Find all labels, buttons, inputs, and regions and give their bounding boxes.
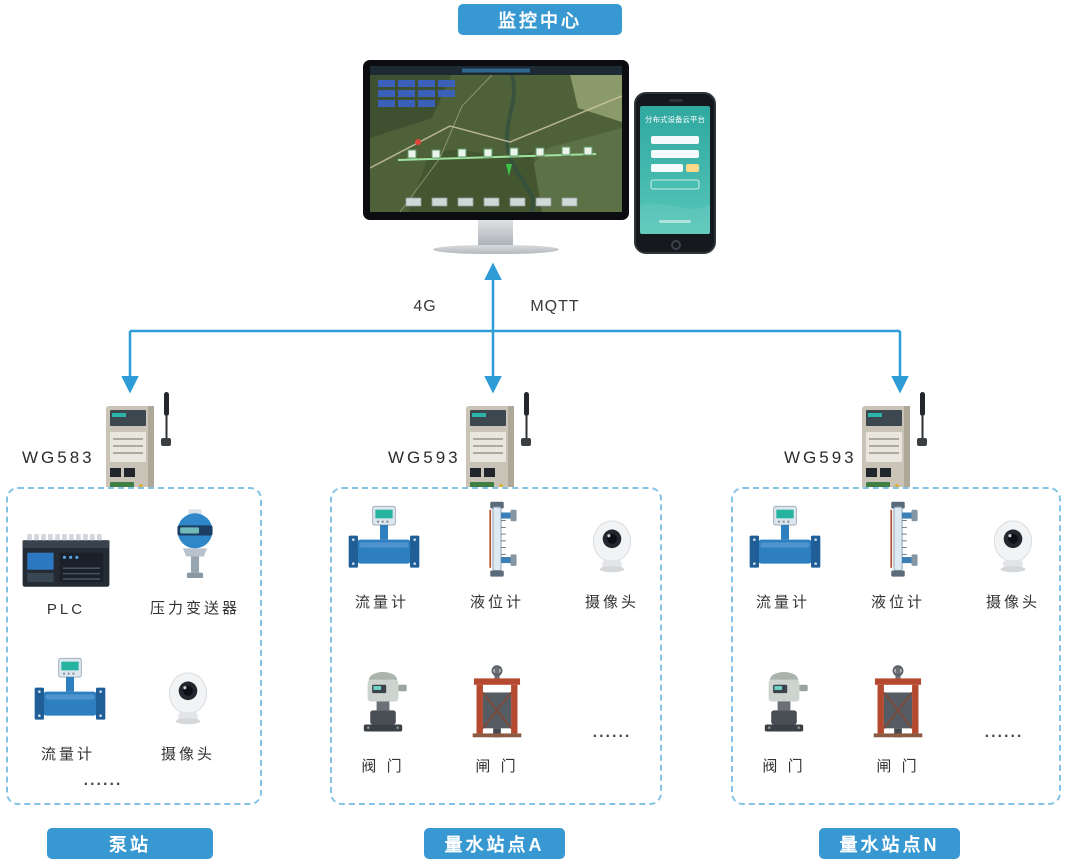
monitoring-center-title: 监控中心 (458, 4, 622, 35)
device-flow-meter: 流量计 (322, 498, 442, 612)
device-label: 流量计 (354, 594, 409, 611)
link-label-4g: 4G (413, 298, 437, 315)
gateway-wg593-a-icon (458, 392, 544, 500)
gateway-model-wg583: WG583 (22, 448, 95, 467)
phone-speaker (669, 99, 683, 102)
device-pressure-transmitter: 压力变送器 (135, 504, 255, 618)
site-name-station-a: 量水站点A (424, 828, 565, 859)
phone-app-title: 分布式设备云平台 (645, 114, 705, 124)
gateway-wg583-icon (98, 392, 184, 500)
device-label: 液位计 (469, 594, 524, 611)
monitor-screen-map (370, 66, 622, 212)
device-label: PLC (46, 601, 86, 618)
device-label: 闸 门 (876, 758, 920, 775)
device-flow-meter: 流量计 (8, 650, 128, 764)
device-valve: 阀 门 (323, 658, 443, 776)
device-plc: PLC (6, 506, 126, 618)
camera-icon (581, 507, 643, 583)
valve-icon (351, 661, 415, 747)
camera-icon (157, 659, 219, 735)
plc-icon (16, 531, 116, 593)
gate-icon (465, 661, 529, 747)
level-meter-icon (470, 496, 524, 583)
site-name-pump-station: 泵站 (47, 828, 213, 859)
device-valve: 阀 门 (724, 658, 844, 776)
device-label: 压力变送器 (149, 600, 240, 617)
gateway-wg593-n-icon (854, 392, 940, 500)
flow-meter-icon (743, 499, 823, 583)
device-label: 摄像头 (985, 594, 1040, 611)
device-label: 流量计 (40, 746, 95, 763)
device-level-meter: 液位计 (838, 496, 958, 612)
device-label: 摄像头 (160, 746, 215, 763)
gateway-model-wg593-n: WG593 (784, 448, 857, 467)
more-devices-ellipsis: ...... (984, 724, 1024, 741)
gate-icon (866, 661, 930, 747)
phone-screen: 分布式设备云平台 (640, 106, 710, 234)
valve-icon (752, 661, 816, 747)
device-level-meter: 液位计 (437, 496, 557, 612)
device-label: 流量计 (755, 594, 810, 611)
more-devices-ellipsis: ...... (592, 724, 632, 741)
device-label: 液位计 (870, 594, 925, 611)
phone-home-button (671, 240, 681, 250)
camera-icon (982, 507, 1044, 583)
phone: 分布式设备云平台 (634, 92, 716, 254)
device-camera: 摄像头 (953, 500, 1073, 612)
monitor-stand-neck (478, 220, 513, 246)
level-meter-icon (871, 496, 925, 583)
device-label: 摄像头 (584, 594, 639, 611)
pressure-transmitter-icon (168, 505, 222, 589)
device-camera: 摄像头 (552, 500, 672, 612)
site-name-station-n: 量水站点N (819, 828, 960, 859)
monitor-stand-base (433, 245, 559, 254)
device-gate: 闸 门 (838, 658, 958, 776)
device-camera: 摄像头 (128, 652, 248, 764)
flow-meter-icon (28, 651, 108, 735)
gateway-model-wg593-a: WG593 (388, 448, 461, 467)
device-flow-meter: 流量计 (723, 498, 843, 612)
more-devices-ellipsis: ...... (83, 772, 123, 789)
link-label-mqtt: MQTT (530, 298, 580, 315)
flow-meter-icon (342, 499, 422, 583)
device-label: 闸 门 (475, 758, 519, 775)
device-gate: 闸 门 (437, 658, 557, 776)
device-label: 阀 门 (762, 758, 806, 775)
device-label: 阀 门 (361, 758, 405, 775)
